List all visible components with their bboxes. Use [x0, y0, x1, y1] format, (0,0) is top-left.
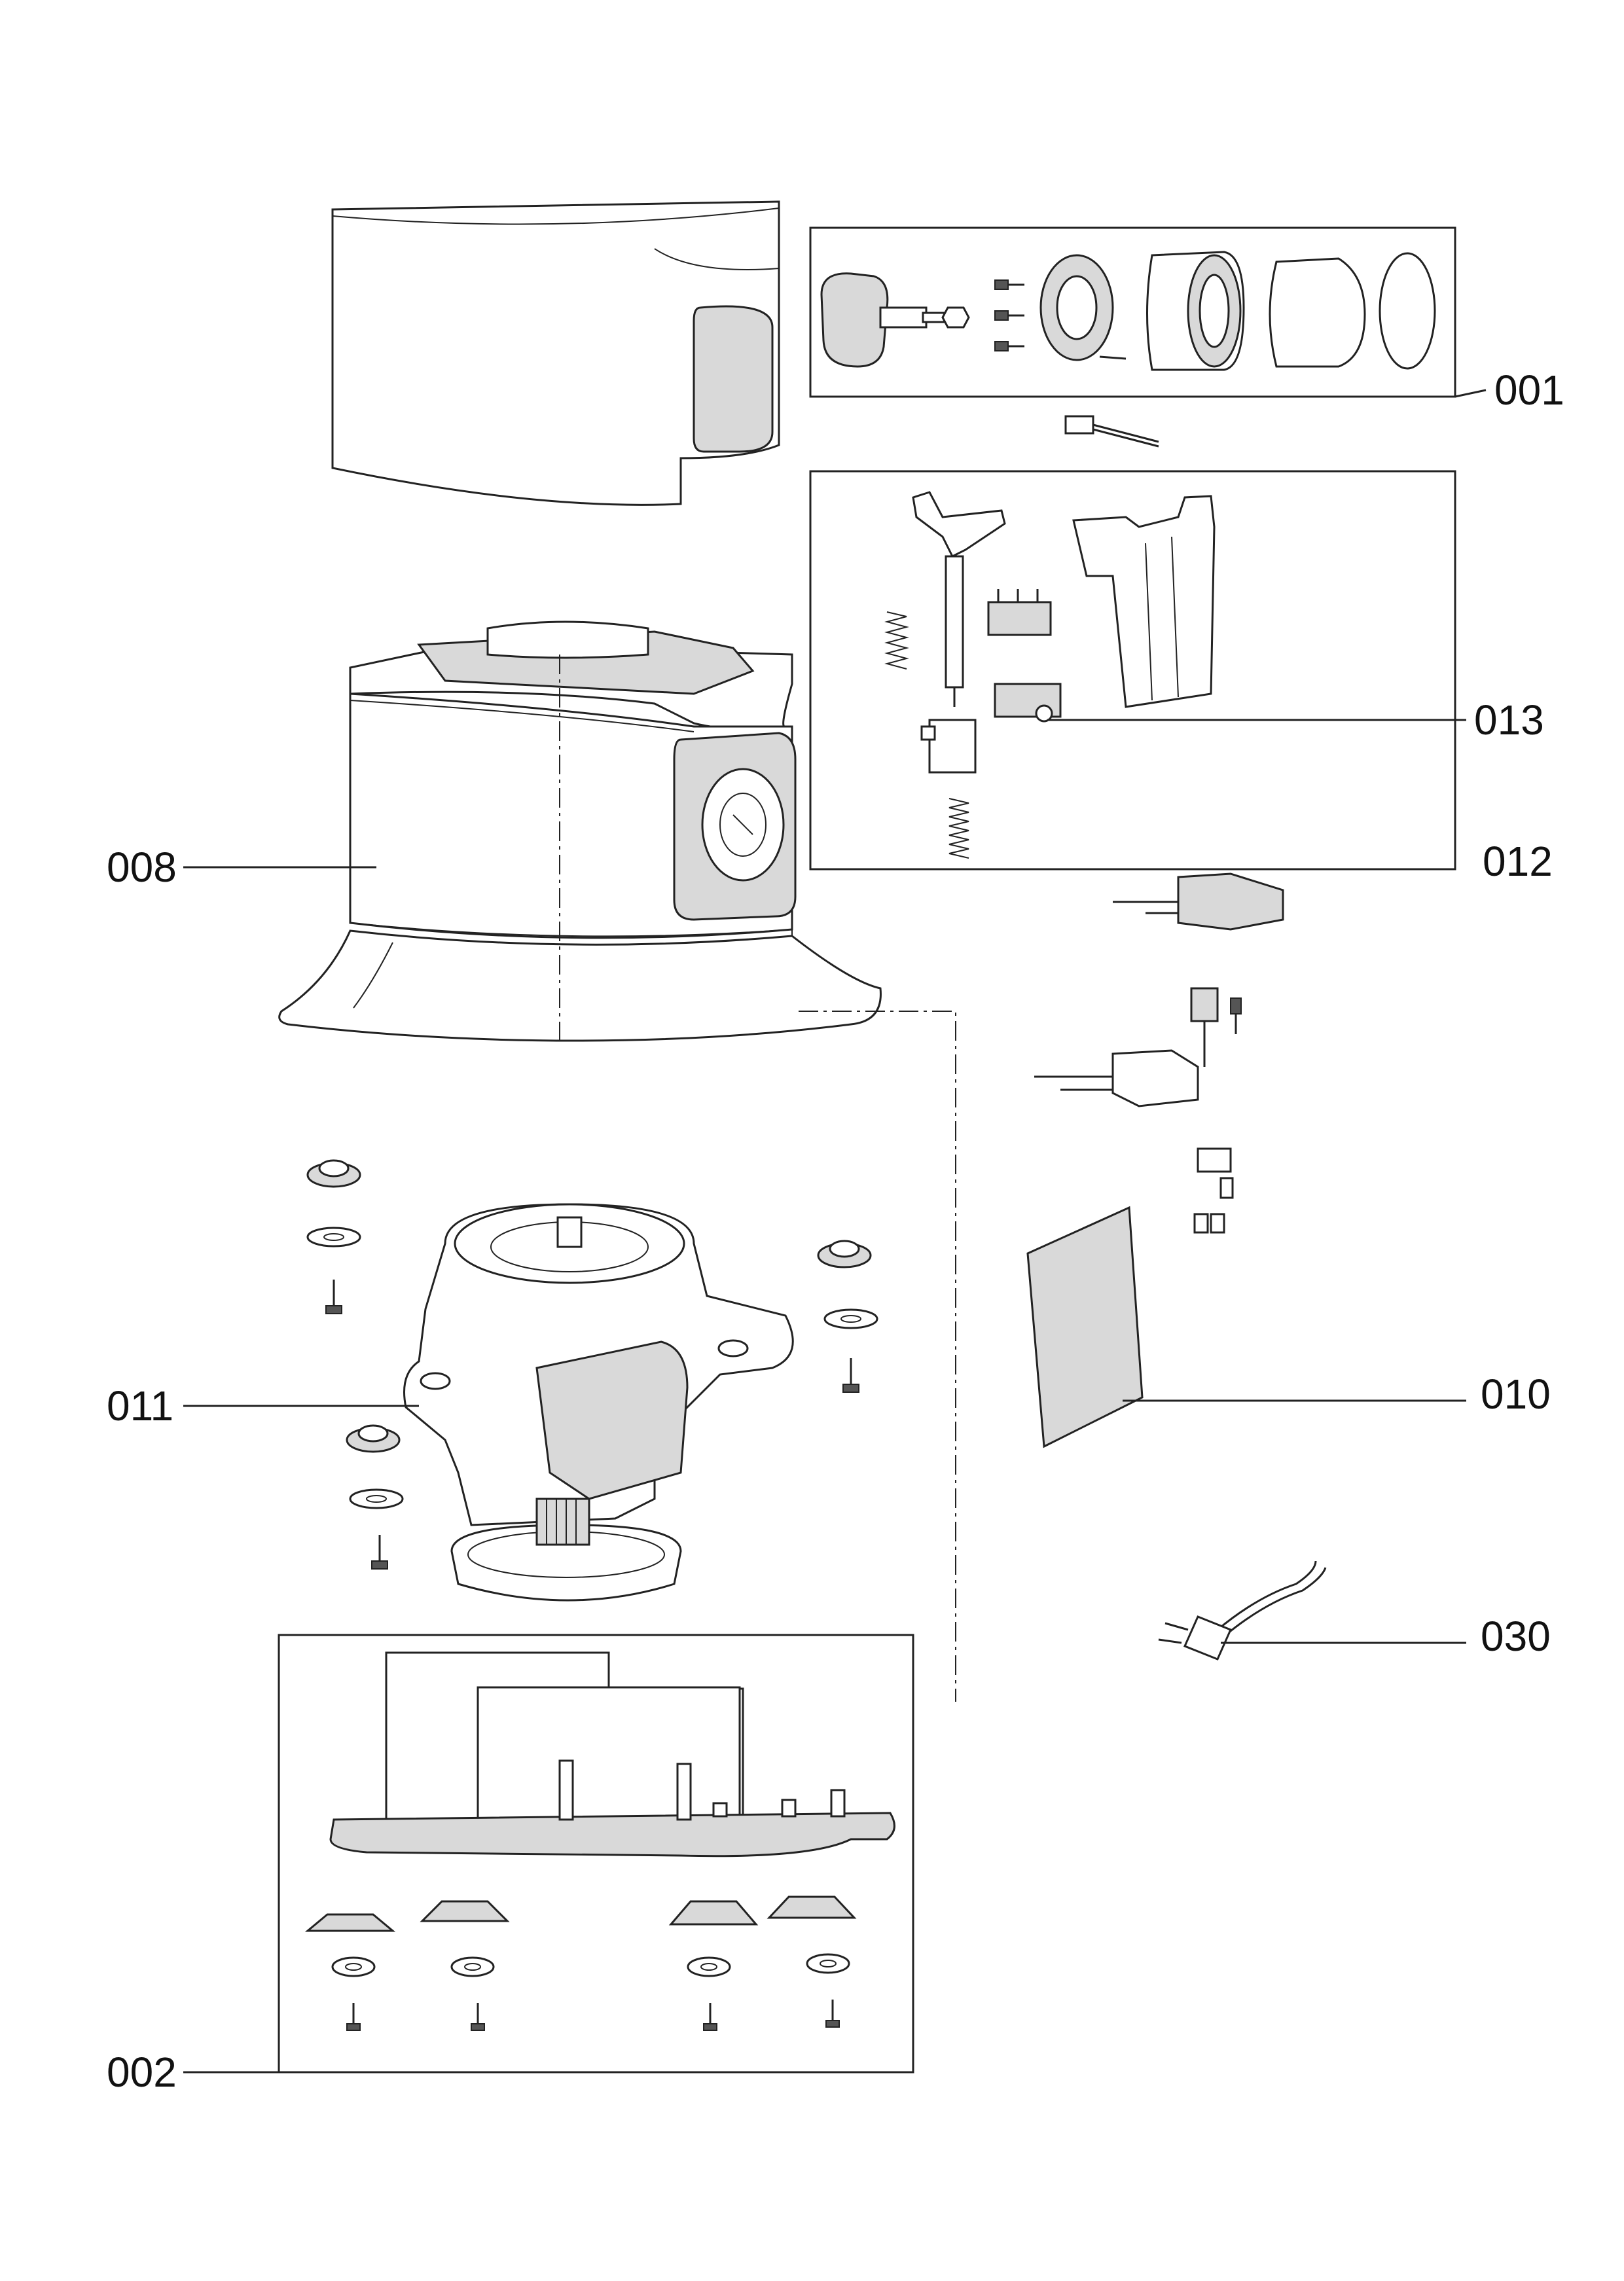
- knob-assembly-parts: [820, 251, 1436, 371]
- base-housing: [329, 1651, 895, 1858]
- label-012: 012: [1483, 838, 1553, 885]
- screws: [994, 279, 1024, 351]
- label-030: 030: [1481, 1613, 1551, 1660]
- motor-mounts: [306, 1159, 878, 1570]
- power-cord-030: 030: [1158, 1560, 1551, 1661]
- box-012: 013 012: [809, 470, 1553, 885]
- base-feet: [304, 1895, 857, 2031]
- box-002: 002: [107, 1634, 914, 2096]
- outer-sleeve: [331, 200, 780, 506]
- box-001: 001: [809, 226, 1564, 448]
- capacitor-parts: [1034, 872, 1284, 1234]
- switch-assembly-parts: [884, 491, 1216, 859]
- main-housing-008: [278, 620, 956, 1702]
- panel-010: 010: [1026, 1206, 1551, 1448]
- connector-wire: [1064, 415, 1159, 448]
- label-010: 010: [1481, 1371, 1551, 1418]
- label-001: 001: [1494, 367, 1564, 414]
- label-002: 002: [107, 2049, 177, 2096]
- motor-011: [306, 1159, 878, 1602]
- label-008: 008: [107, 844, 177, 891]
- label-011: 011: [107, 1382, 173, 1429]
- label-013: 013: [1474, 696, 1544, 744]
